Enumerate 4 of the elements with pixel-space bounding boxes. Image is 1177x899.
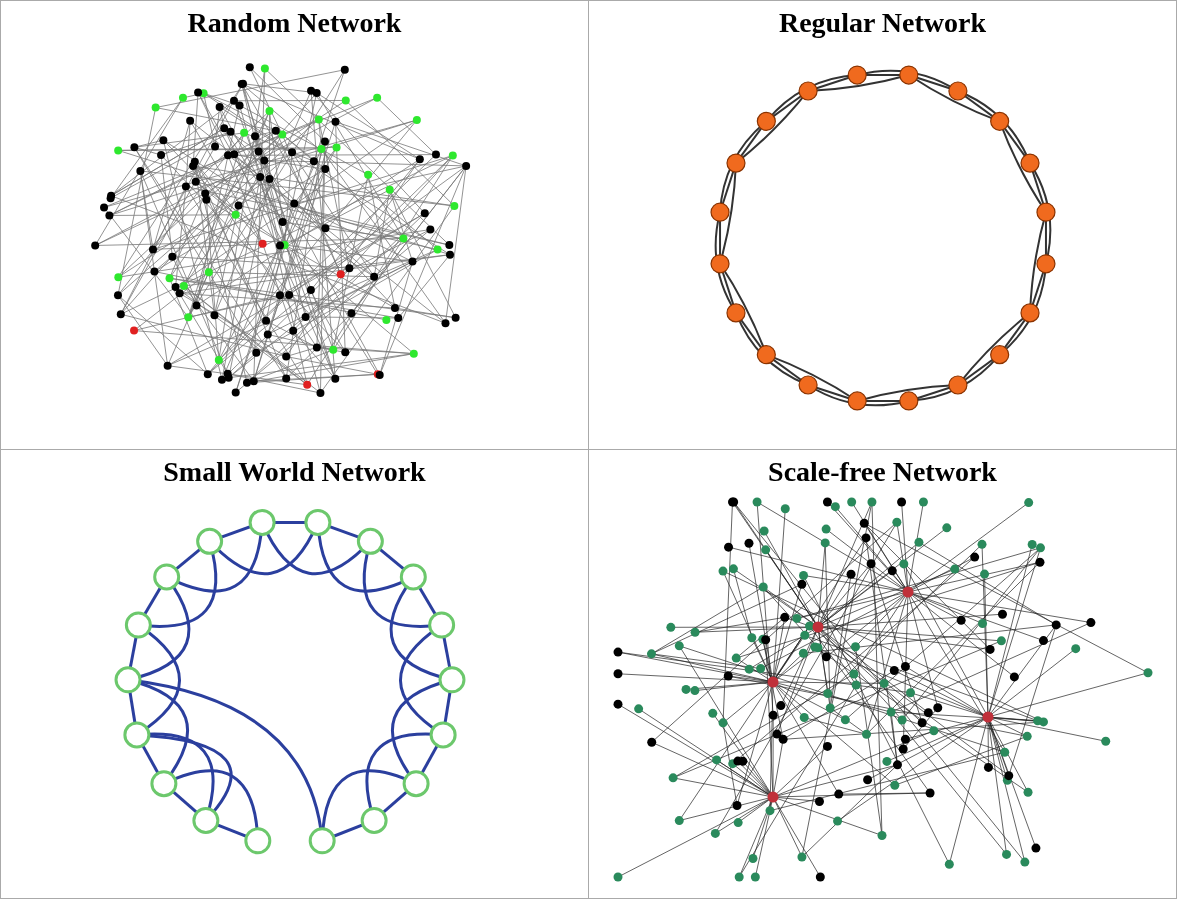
panel-title: Regular Network [778, 7, 987, 39]
panel-title: Scale-free Network [768, 456, 997, 488]
panel-title: Random Network [187, 7, 402, 39]
panel-title: Small World Network [163, 456, 426, 488]
